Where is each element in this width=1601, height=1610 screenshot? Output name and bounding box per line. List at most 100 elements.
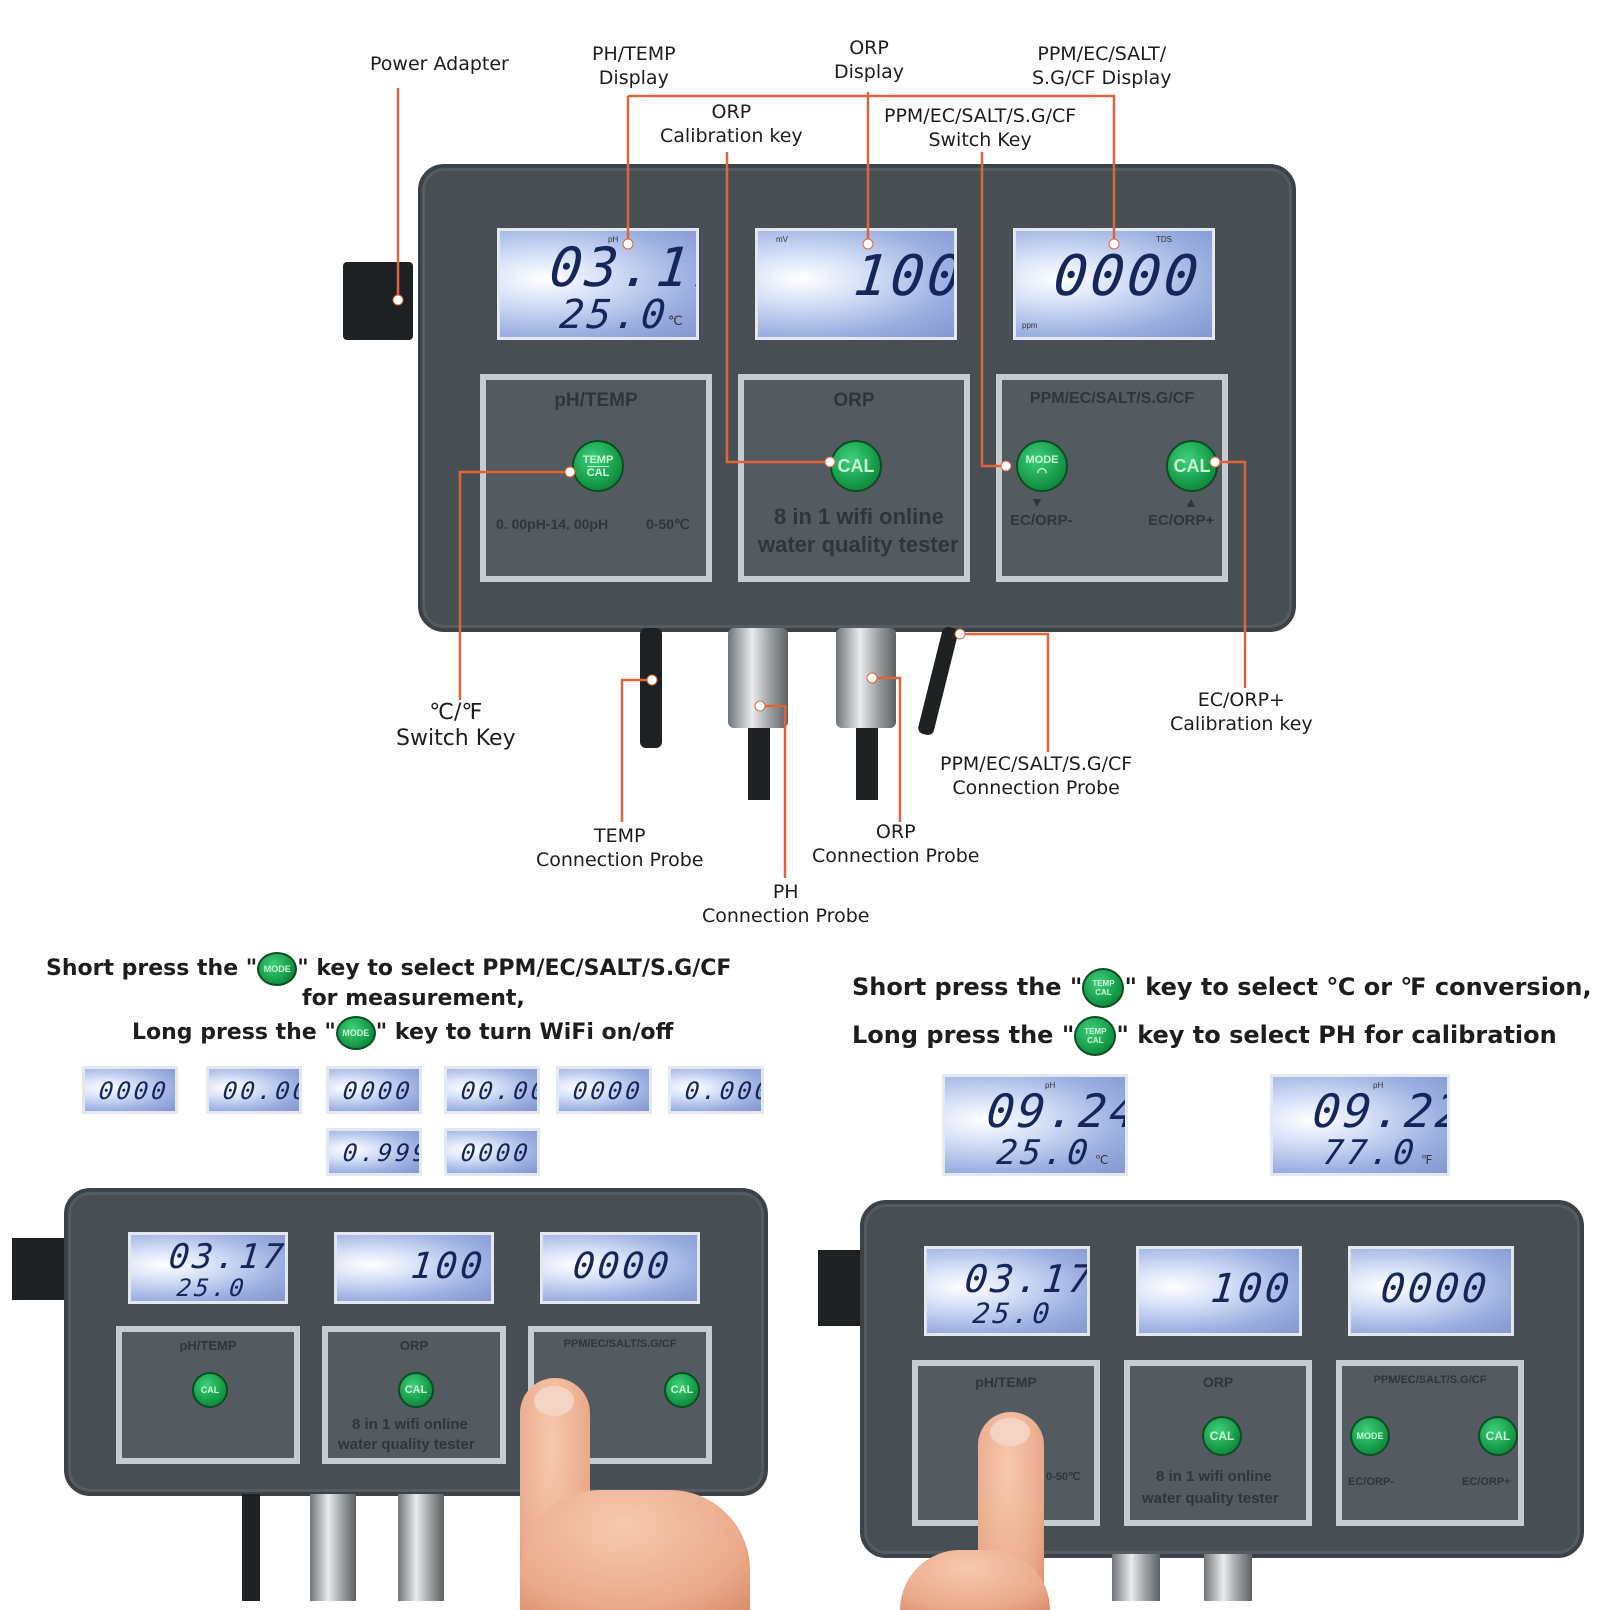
lcd-temp-value: 25.0 bbox=[994, 1133, 1093, 1173]
lcd-ph-value: 03.17 bbox=[962, 1257, 1090, 1301]
down-arrow-icon: ▼ bbox=[1030, 494, 1044, 510]
callout-lines bbox=[392, 88, 1247, 878]
lcd-ph-temp: pH 03.17 25.0 ℃ bbox=[497, 228, 699, 340]
mode-display-lcd: 0000 bbox=[326, 1066, 422, 1114]
lcd-tds: 0000 bbox=[540, 1232, 700, 1304]
orp-cal-button[interactable]: CAL bbox=[1202, 1416, 1242, 1456]
orp-bnc-connector bbox=[398, 1494, 444, 1601]
hand bbox=[520, 1490, 750, 1610]
callout-line: Calibration key bbox=[660, 125, 803, 147]
ec-orp-minus-label: EC/ORP- bbox=[1348, 1476, 1394, 1488]
panel-title: ORP bbox=[1202, 1374, 1234, 1390]
mode-button[interactable]: MODE bbox=[1350, 1416, 1390, 1456]
panel-title: pH/TEMP bbox=[179, 1338, 237, 1353]
mode-display-lcd: 0000 bbox=[556, 1066, 652, 1114]
mode-display-lcd: 0000 bbox=[444, 1128, 540, 1176]
callout-line: Connection Probe bbox=[812, 845, 980, 867]
lcd-ph-value: 03.17 bbox=[166, 1237, 288, 1277]
orp-bnc-connector bbox=[1204, 1554, 1252, 1601]
lcd-ph-temp: 03.17 25.0 bbox=[924, 1246, 1090, 1336]
callout-line: PPM/EC/SALT/S.G/CF bbox=[884, 105, 1077, 127]
mode-display-value: 0.000 bbox=[683, 1077, 764, 1105]
callout-line: ORP bbox=[849, 37, 889, 59]
instr-text: Short press the " bbox=[852, 973, 1083, 1001]
mode-button-icon: MODE bbox=[335, 1016, 376, 1050]
instruction-left-line3: Long press the "MODE" key to turn WiFi o… bbox=[132, 1016, 673, 1050]
callout-ppm-switch-key: PPM/EC/SALT/S.G/CF Switch Key bbox=[884, 104, 1076, 152]
instruction-left-line2: for measurement, bbox=[302, 986, 525, 1011]
mode-button-icon: MODE bbox=[257, 952, 298, 986]
lcd-orp: 100 bbox=[1136, 1246, 1302, 1336]
callout-line: Connection Probe bbox=[536, 849, 704, 871]
callout-ppm-probe: PPM/EC/SALT/S.G/CF Connection Probe bbox=[940, 752, 1132, 800]
callout-cf-switch-key: ℃/℉ Switch Key bbox=[396, 700, 516, 752]
mode-display-value: 00.00 bbox=[221, 1077, 302, 1105]
temp-cal-button[interactable]: CAL bbox=[192, 1372, 228, 1408]
lcd-temp-unit: ℉ bbox=[1421, 1153, 1433, 1167]
lcd-ph-value: 09.22 bbox=[1310, 1084, 1450, 1138]
callout-line: Switch Key bbox=[396, 726, 516, 751]
mode-button[interactable]: MODE ◠ bbox=[1016, 440, 1068, 492]
lcd-temp-unit: ℃ bbox=[668, 313, 683, 328]
callout-line: PPM/EC/SALT/ bbox=[1037, 43, 1167, 65]
device-desc-line1: 8 in 1 wifi online bbox=[1156, 1468, 1272, 1485]
lcd-unit: pH bbox=[1045, 1081, 1056, 1090]
ph-bnc-connector bbox=[728, 628, 788, 728]
callout-line: ORP bbox=[711, 101, 752, 123]
lcd-temp-unit: ℃ bbox=[1095, 1153, 1109, 1167]
callout-line: Display bbox=[598, 67, 669, 89]
callout-line: PH bbox=[772, 881, 799, 903]
button-label-bottom: CAL bbox=[1087, 1036, 1104, 1045]
ec-orp-cal-button[interactable]: CAL bbox=[1478, 1416, 1518, 1456]
callout-line: PPM/EC/SALT/S.G/CF bbox=[940, 753, 1133, 775]
ec-orp-plus-label: EC/ORP+ bbox=[1462, 1476, 1511, 1488]
lcd-temp-fahrenheit: pH 09.22 77.0 ℉ bbox=[1270, 1074, 1450, 1176]
instr-text: " key to select PH for calibration bbox=[1116, 1021, 1557, 1049]
callout-ph-probe: PH Connection Probe bbox=[702, 880, 869, 928]
callout-line: S.G/CF Display bbox=[1032, 67, 1172, 89]
orp-cal-button[interactable]: CAL bbox=[830, 440, 882, 492]
ec-orp-plus-label: EC/ORP+ bbox=[1148, 512, 1215, 529]
callout-temp-probe: TEMP Connection Probe bbox=[536, 824, 703, 872]
lcd-orp: mV 100 bbox=[755, 228, 957, 340]
callout-orp-display: ORP Display bbox=[834, 36, 904, 84]
temp-probe-connector bbox=[242, 1494, 260, 1601]
lcd-temp-value: 25.0 bbox=[175, 1274, 249, 1302]
temp-probe-connector bbox=[640, 628, 662, 748]
device-desc-line2: water quality tester bbox=[758, 532, 959, 557]
callout-line: Calibration key bbox=[1170, 713, 1313, 735]
orp-cal-button[interactable]: CAL bbox=[398, 1372, 434, 1408]
callout-line: ℃/℉ bbox=[429, 700, 483, 725]
callout-line: Connection Probe bbox=[952, 777, 1120, 799]
panel-title: PPM/EC/SALT/S.G/CF bbox=[1373, 1374, 1487, 1386]
instr-text: " key to select ℃ or ℉ conversion, bbox=[1124, 973, 1592, 1001]
button-label-top: TEMP bbox=[582, 453, 614, 466]
ph-bnc-connector bbox=[310, 1494, 356, 1601]
instr-text: " key to turn WiFi on/off bbox=[375, 1020, 674, 1045]
instr-text: Long press the " bbox=[132, 1020, 336, 1045]
ph-bnc-connector bbox=[1112, 1554, 1160, 1601]
panel-ph-temp: pH/TEMP TEMP CAL 0. 00pH-14. 00pH 0-50℃ bbox=[480, 374, 712, 582]
lcd-temp-value: 25.0 bbox=[971, 1297, 1055, 1330]
panel-orp: ORP CAL 8 in 1 wifi online water quality… bbox=[322, 1326, 506, 1464]
lcd-unit: TDS bbox=[1156, 235, 1172, 244]
mode-display-value: 0000 bbox=[341, 1077, 415, 1105]
callout-ppm-display: PPM/EC/SALT/ S.G/CF Display bbox=[1032, 42, 1172, 90]
callout-line: TEMP bbox=[593, 825, 646, 847]
temp-cal-button[interactable]: TEMP CAL bbox=[572, 440, 624, 492]
mode-display-lcd: 0.999 bbox=[326, 1128, 422, 1176]
panel-title: pH/TEMP bbox=[554, 390, 638, 411]
ec-orp-minus-label: EC/ORP- bbox=[1010, 512, 1073, 529]
lcd-tds-value: 0000 bbox=[1378, 1266, 1492, 1312]
instruction-left-line1: Short press the "MODE" key to select PPM… bbox=[46, 952, 731, 986]
ec-orp-cal-button[interactable]: CAL bbox=[664, 1372, 700, 1408]
temp-range-label: 0-50℃ bbox=[1046, 1471, 1081, 1483]
device-desc-line1: 8 in 1 wifi online bbox=[352, 1416, 468, 1433]
wifi-icon: ◠ bbox=[1036, 465, 1048, 479]
panel-ppm: PPM/EC/SALT/S.G/CF MODE CAL EC/ORP- EC/O… bbox=[1336, 1360, 1524, 1526]
callout-line: EC/ORP+ bbox=[1197, 689, 1285, 711]
lcd-tds-value: 0000 bbox=[570, 1246, 674, 1287]
callout-line: Display bbox=[834, 61, 905, 83]
button-label-top: TEMP bbox=[1084, 1027, 1107, 1036]
